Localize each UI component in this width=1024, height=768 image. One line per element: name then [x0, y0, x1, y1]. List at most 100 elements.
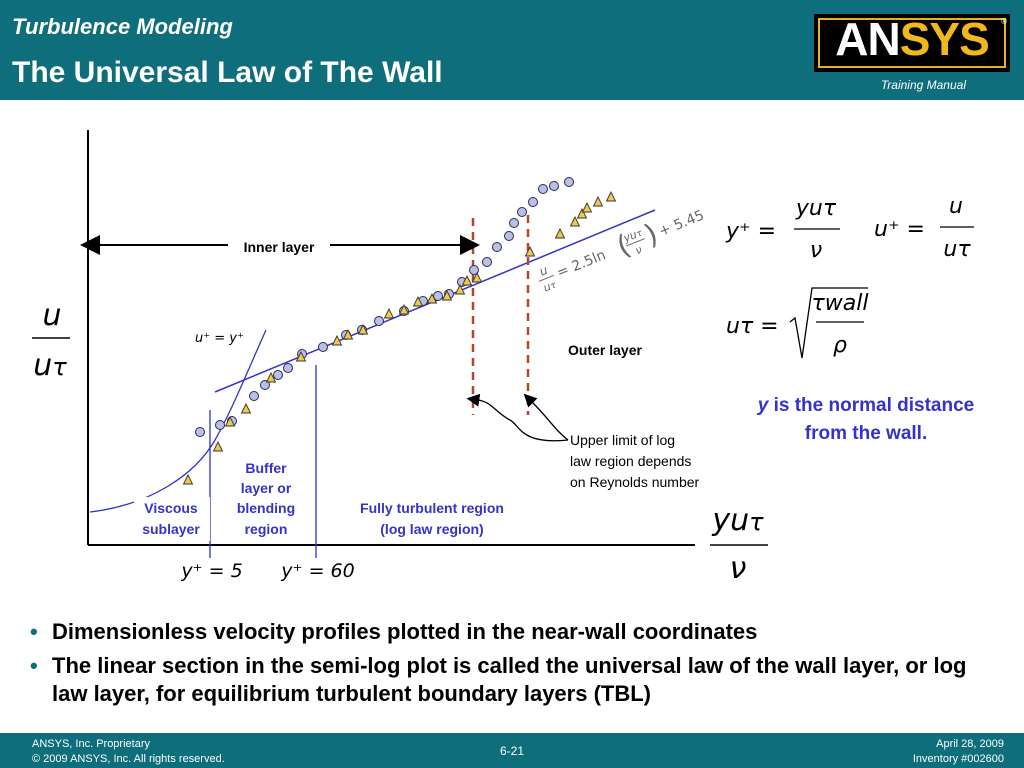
uplus-eq-yplus-label: u⁺ = y⁺: [195, 331, 244, 346]
triangle-data-point: [461, 274, 473, 286]
triangle-data-point: [454, 283, 466, 295]
triangle-data-point: [576, 207, 588, 219]
buffer-label-4: region: [245, 521, 288, 537]
footer-right: April 28, 2009 Inventory #002600: [913, 737, 1004, 767]
utau-eq-den: ρ: [833, 333, 847, 358]
page-number: 6-21: [499, 744, 525, 758]
circle-data-point: [504, 231, 514, 241]
circle-data-point: [283, 363, 293, 373]
yplus5-label: y⁺ = 5: [180, 560, 242, 582]
loglaw-eq-text: = 2.5ln: [555, 247, 608, 281]
inner-layer-label: Inner layer: [244, 239, 315, 255]
triangle-data-point: [524, 245, 536, 257]
triangle-data-point: [182, 473, 194, 485]
training-manual-label: Training Manual: [880, 78, 966, 92]
bullet-item: • The linear section in the semi-log plo…: [30, 652, 990, 708]
triangle-data-point: [398, 303, 410, 315]
yplus60-label: y⁺ = 60: [280, 560, 354, 582]
upper-limit-arrow-1: [466, 393, 569, 442]
bullet-text: The linear section in the semi-log plot …: [52, 653, 967, 706]
svg-text:): ): [640, 217, 663, 252]
loglaw-const-text: + 5.45: [657, 207, 707, 240]
normal-distance-note-line2: from the wall.: [805, 423, 927, 444]
circle-data-point: [249, 391, 259, 401]
buffer-label-3: blending: [237, 500, 295, 516]
logo-registered-mark: ®: [1001, 17, 1007, 26]
triangle-data-point: [331, 334, 343, 346]
bullet-icon: •: [30, 653, 38, 678]
triangle-data-point: [605, 190, 617, 202]
logo-text-gold: SYS: [899, 13, 990, 65]
upper-limit-line3: on Reynolds number: [570, 474, 700, 490]
uplus-eq-lhs: u⁺ =: [874, 217, 925, 242]
circle-data-point: [482, 257, 492, 267]
footer-proprietary: ANSYS, Inc. Proprietary: [32, 738, 150, 750]
circle-data-point: [492, 242, 502, 252]
fully-turbulent-label-1: Fully turbulent region: [360, 500, 504, 516]
normal-distance-note-line1: y is the normal distance: [757, 395, 974, 416]
triangle-data-point: [342, 328, 354, 340]
uplus-eq-num: u: [949, 194, 963, 219]
circle-data-point: [528, 197, 538, 207]
triangle-data-point: [412, 295, 424, 307]
triangle-data-point: [357, 323, 369, 335]
circle-data-point: [517, 207, 527, 217]
footer-copyright: © 2009 ANSYS, Inc. All rights reserved.: [32, 753, 225, 765]
bullet-item: • Dimensionless velocity profiles plotte…: [30, 618, 990, 646]
triangle-data-point: [471, 271, 483, 283]
upper-limit-line1: Upper limit of log: [570, 432, 675, 448]
y-label-den: uτ: [33, 348, 67, 383]
circle-data-point: [374, 316, 384, 326]
circle-data-point: [273, 370, 283, 380]
utau-eq-num: τwall: [812, 291, 869, 316]
fully-turbulent-label-2: (log law region): [380, 521, 483, 537]
svg-text:ν: ν: [633, 243, 644, 257]
yplus-eq-den: ν: [810, 238, 822, 263]
ansys-logo: ANSYS ®: [814, 12, 1010, 72]
logo-wordmark: ANSYS: [814, 12, 1010, 66]
buffer-label-2: layer or: [241, 480, 292, 496]
triangle-data-point: [592, 195, 604, 207]
yplus-equation: y⁺ = yuτ ν: [725, 196, 840, 263]
triangle-series: [182, 190, 617, 485]
log-law-equation-label: u uτ = 2.5ln ( yuτ ν ) + 5.45: [537, 207, 707, 295]
bullet-list: • Dimensionless velocity profiles plotte…: [30, 618, 990, 714]
utau-equation: uτ = τwall ρ: [726, 287, 869, 359]
circle-data-point: [215, 420, 225, 430]
utau-eq-lhs: uτ =: [726, 314, 779, 339]
logo-border: [818, 18, 1006, 68]
circle-data-point: [469, 265, 479, 275]
triangle-data-point: [569, 215, 581, 227]
bullet-icon: •: [30, 619, 38, 644]
svg-text:uτ: uτ: [541, 278, 558, 295]
triangle-data-point: [383, 307, 395, 319]
slide-header: Turbulence Modeling The Universal Law of…: [0, 0, 1024, 100]
upper-limit-arrow-2: [523, 393, 569, 441]
slide-subtitle: Turbulence Modeling: [12, 14, 233, 39]
y-label-num: u: [42, 298, 61, 333]
slide-title: The Universal Law of The Wall: [12, 56, 443, 89]
triangle-data-point: [295, 350, 307, 362]
y-axis-label: u uτ: [32, 298, 70, 383]
circle-data-point: [509, 218, 519, 228]
uplus-eq-den: uτ: [943, 237, 971, 262]
triangle-data-point: [224, 415, 236, 427]
triangle-data-point: [441, 289, 453, 301]
svg-text:u: u: [537, 263, 550, 279]
buffer-label-1: Buffer: [245, 460, 287, 476]
x-label-num: yuτ: [711, 503, 764, 538]
law-of-wall-chart: u uτ yuτ ν Inner layer u⁺ = y⁺ u uτ = 2.…: [32, 130, 974, 586]
circle-series: [195, 177, 574, 437]
linear-sublayer-curve: [89, 329, 267, 513]
triangle-data-point: [265, 371, 277, 383]
footer-left: ANSYS, Inc. Proprietary © 2009 ANSYS, In…: [32, 737, 225, 767]
circle-data-point: [564, 177, 574, 187]
triangle-data-point: [426, 292, 438, 304]
logo-text-white: AN: [835, 13, 900, 65]
circle-data-point: [195, 427, 205, 437]
yplus-eq-num: yuτ: [795, 196, 837, 221]
uplus-equation: u⁺ = u uτ: [874, 194, 974, 262]
x-label-den: ν: [730, 551, 747, 586]
viscous-label-1: Viscous: [144, 500, 198, 516]
x-axis-label: yuτ ν: [710, 503, 768, 586]
